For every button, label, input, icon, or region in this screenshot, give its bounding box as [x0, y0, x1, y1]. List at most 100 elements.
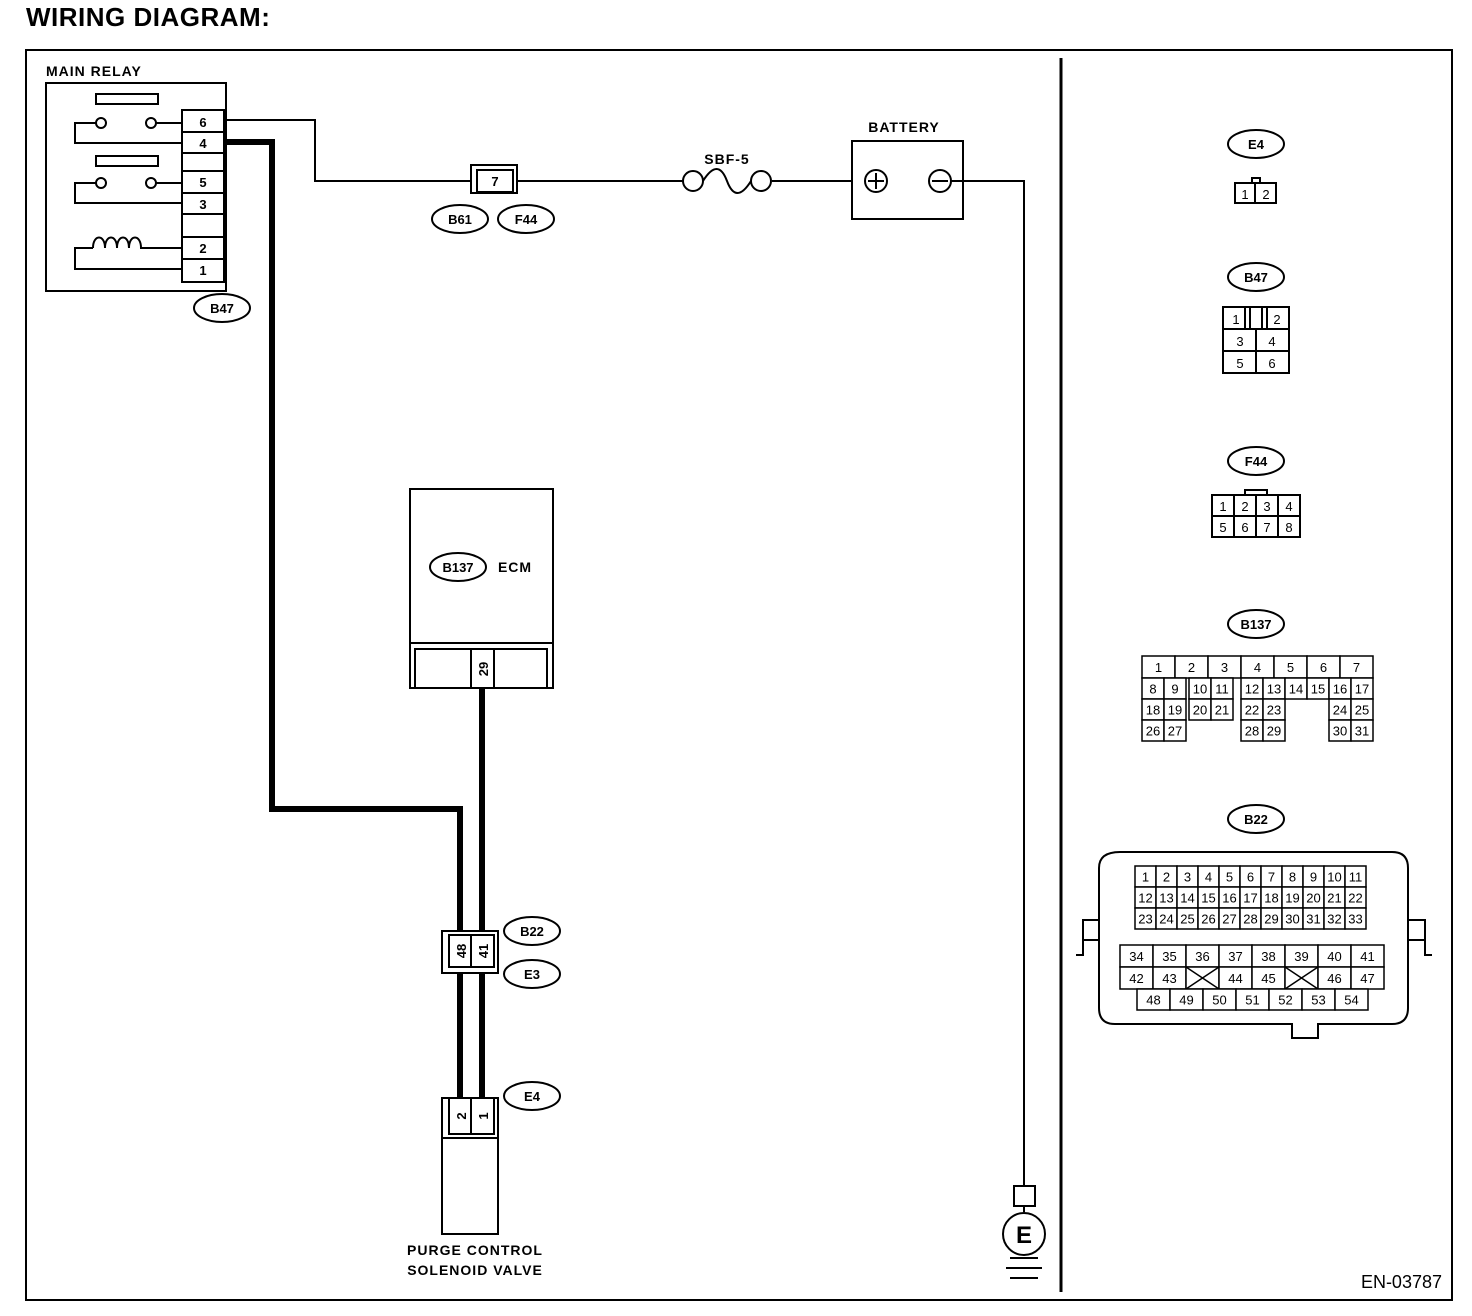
- page-title: WIRING DIAGRAM:: [26, 2, 271, 32]
- b22-pin-39: 39: [1294, 949, 1308, 964]
- connector-tag-e4: [503, 1081, 561, 1111]
- b22-pin-33: 33: [1348, 912, 1362, 927]
- joint-pin-7: 7: [491, 174, 498, 189]
- b22-pin-45: 45: [1261, 971, 1275, 986]
- b137-pin-31-cell: [1350, 719, 1374, 742]
- b22-pin-41: 41: [1360, 949, 1374, 964]
- b22-pin-47: 47: [1360, 971, 1374, 986]
- b22-pin-37: 37: [1228, 949, 1242, 964]
- connector-view-b137-title: B137: [1240, 617, 1271, 632]
- b47-pin-6: 6: [1268, 356, 1275, 371]
- b22-pin-10: 10: [1327, 870, 1341, 885]
- b22-pin-5: 5: [1226, 870, 1233, 885]
- b22-pin-25: 25: [1180, 912, 1194, 927]
- b22-latch-right: [1408, 919, 1432, 956]
- connector-tag-f44-text: F44: [515, 212, 538, 227]
- main-relay: MAIN RELAY 6 4 5 3 2 1 B47: [45, 63, 251, 323]
- connector-view-e4-title: E4: [1248, 137, 1265, 152]
- b22-blank-2-blank: [1185, 966, 1220, 990]
- connector-tag-b47: [193, 293, 251, 323]
- b137-pin-13: 13: [1267, 682, 1281, 697]
- b137-pin-4: 4: [1254, 660, 1261, 675]
- b137-pin-17: 17: [1355, 682, 1369, 697]
- purge-control-solenoid-valve: 2 1 E4 PURGE CONTROL SOLENOID VALVE: [407, 1081, 561, 1278]
- b22-pin-44: 44: [1228, 971, 1242, 986]
- b137-pin-11: 11: [1215, 682, 1229, 697]
- b137-pin-15: 15: [1311, 682, 1325, 697]
- connector-tag-e3: [503, 959, 561, 989]
- b22-pin-31: 31: [1306, 912, 1320, 927]
- valve-pin-1: 1: [476, 1112, 491, 1119]
- b137-pin-27: 27: [1168, 724, 1182, 739]
- b137-pin-5: 5: [1287, 660, 1294, 675]
- b22-pin-22: 22: [1348, 891, 1362, 906]
- b22-pin-43: 43: [1162, 971, 1176, 986]
- b137-pin-7: 7: [1353, 660, 1360, 675]
- connector-tag-b22-text: B22: [520, 924, 544, 939]
- b137-pin-21: 21: [1215, 703, 1229, 718]
- b47-pin-3: 3: [1236, 334, 1243, 349]
- b22-pin-34: 34: [1129, 949, 1143, 964]
- b137-pin-28: 28: [1245, 724, 1259, 739]
- connector-tag-b47-text: B47: [210, 301, 234, 316]
- f44-pin-5: 5: [1219, 520, 1226, 535]
- b137-pin-18: 18: [1146, 703, 1160, 718]
- figure-id: EN-03787: [1361, 1272, 1442, 1292]
- connector-tag-b137: [429, 552, 487, 582]
- connector-view-b47-title: B47: [1244, 270, 1268, 285]
- b137-pin-29: 29: [1267, 724, 1281, 739]
- b22-pin-7: 7: [1268, 870, 1275, 885]
- b22-pin-18: 18: [1264, 891, 1278, 906]
- b22-pin-29: 29: [1264, 912, 1278, 927]
- b22-pin-46: 46: [1327, 971, 1341, 986]
- b22-pin-32: 32: [1327, 912, 1341, 927]
- e4-pin-1: 1: [1241, 187, 1248, 202]
- b22-pin-33-cell: [1344, 907, 1367, 930]
- relay-pin-5: 5: [199, 175, 206, 190]
- f44-pin-1: 1: [1219, 499, 1226, 514]
- b22-pin-48: 48: [1146, 993, 1160, 1008]
- inline-connector-b22-e3: 48 41 B22 E3: [441, 916, 561, 989]
- inline-pin-41: 41: [476, 944, 491, 958]
- relay-pin-4: 4: [199, 136, 207, 151]
- b137-pin-22: 22: [1245, 703, 1259, 718]
- b137-pin-12: 12: [1245, 682, 1259, 697]
- connector-view-e4: E4 1 2: [1227, 129, 1285, 204]
- b22-pin-26: 26: [1201, 912, 1215, 927]
- b22-pin-15: 15: [1201, 891, 1215, 906]
- b22-pin-21: 21: [1327, 891, 1341, 906]
- connector-view-b22-title: B22: [1244, 812, 1268, 827]
- b22-pin-30: 30: [1285, 912, 1299, 927]
- b22-pin-6: 6: [1247, 870, 1254, 885]
- b22-pin-8: 8: [1289, 870, 1296, 885]
- f44-pin-2: 2: [1241, 499, 1248, 514]
- b22-pin-52: 52: [1278, 993, 1292, 1008]
- b22-pin-36: 36: [1195, 949, 1209, 964]
- relay-pin-1: 1: [199, 263, 206, 278]
- b47-pin-4: 4: [1268, 334, 1275, 349]
- b22-pin-53: 53: [1311, 993, 1325, 1008]
- battery-label: BATTERY: [868, 119, 940, 135]
- connector-tag-b61-text: B61: [448, 212, 472, 227]
- valve-label-line1: PURGE CONTROL: [407, 1242, 543, 1258]
- b22-pin-28: 28: [1243, 912, 1257, 927]
- ground: E: [1002, 1185, 1046, 1279]
- b22-pin-19: 19: [1285, 891, 1299, 906]
- b22-pin-42: 42: [1129, 971, 1143, 986]
- b22-pin-49: 49: [1179, 993, 1193, 1008]
- b22-pin-54-cell: [1334, 988, 1369, 1011]
- connector-tag-b137-text: B137: [442, 560, 473, 575]
- e4-pin-2: 2: [1262, 187, 1269, 202]
- b22-pin-13: 13: [1159, 891, 1173, 906]
- valve-pin-2: 2: [454, 1112, 469, 1119]
- b137-pin-26: 26: [1146, 724, 1160, 739]
- b22-pin-16: 16: [1222, 891, 1236, 906]
- b137-pin-16: 16: [1333, 682, 1347, 697]
- b22-pin-2: 2: [1163, 870, 1170, 885]
- b137-pin-30: 30: [1333, 724, 1347, 739]
- main-relay-pin-block: [181, 109, 225, 283]
- f44-pin-3: 3: [1263, 499, 1270, 514]
